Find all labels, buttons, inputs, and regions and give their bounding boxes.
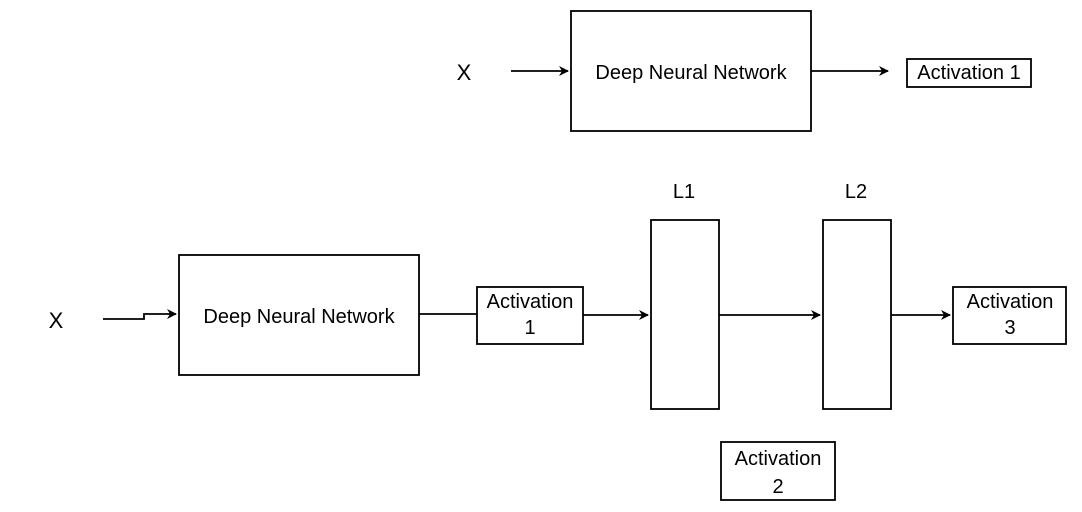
activation2-box <box>720 441 836 501</box>
layer1-title: L1 <box>673 181 695 203</box>
top-network-box <box>570 10 812 132</box>
activation3-label-line2: 3 <box>1004 317 1015 339</box>
layer2-title: L2 <box>845 181 867 203</box>
bottom-network-box <box>178 254 420 376</box>
activation2-label-line1: Activation <box>735 448 822 470</box>
bottom-network-label: Deep Neural Network <box>203 306 395 328</box>
bottom-input-label: X <box>49 308 64 333</box>
activation1-label-line2: 1 <box>524 317 535 339</box>
activation3-box <box>952 286 1067 345</box>
activation2-label-line2: 2 <box>772 476 783 498</box>
activation1-box <box>476 286 584 345</box>
bottom-arrow-input-to-network <box>103 309 177 320</box>
layer1-box <box>650 219 720 410</box>
top-network-label: Deep Neural Network <box>595 62 787 84</box>
top-output-box <box>906 58 1032 88</box>
layer2-box <box>822 219 892 410</box>
top-output-label: Activation 1 <box>917 62 1020 84</box>
activation1-label-line1: Activation <box>487 291 574 313</box>
activation3-label-line1: Activation <box>967 291 1054 313</box>
top-input-label: X <box>457 60 472 85</box>
